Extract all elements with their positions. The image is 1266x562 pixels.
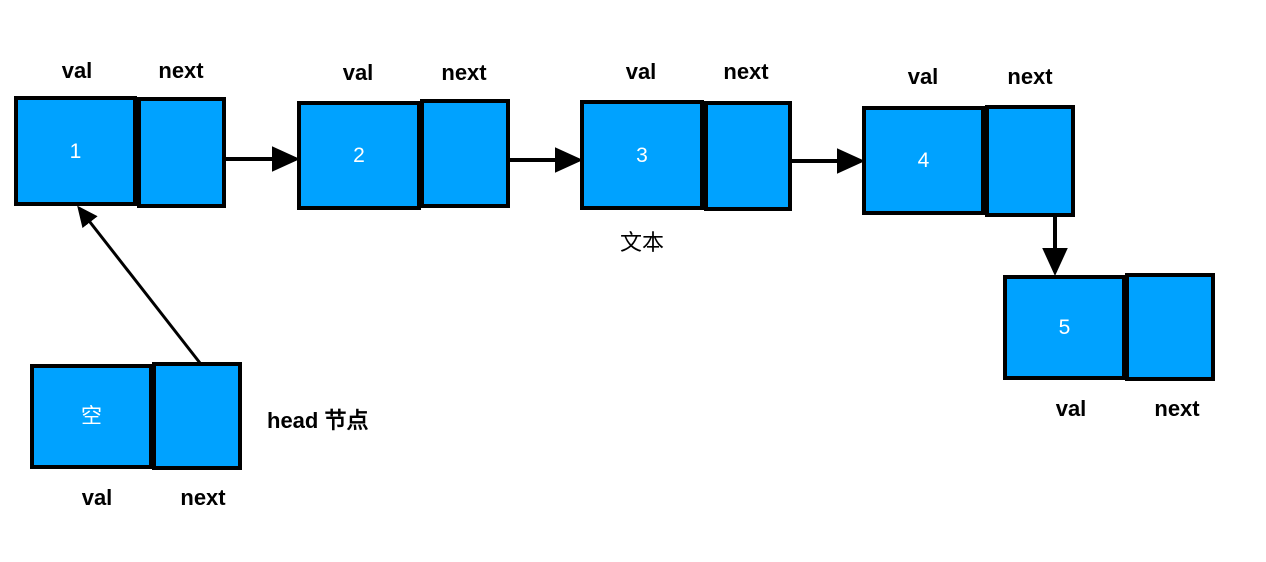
node-4-value-text: 4 bbox=[917, 149, 930, 172]
node-5-value-text: 5 bbox=[1058, 316, 1071, 339]
node-3-next-cell[interactable] bbox=[704, 101, 792, 211]
node-3-val-label: val bbox=[625, 59, 657, 84]
node-1-value-text: 1 bbox=[69, 139, 82, 163]
node-2-next-cell[interactable] bbox=[420, 99, 510, 208]
node-3-value-text: 3 bbox=[636, 143, 648, 167]
node-5-next-label: next bbox=[1154, 396, 1200, 421]
node-3-next-label: next bbox=[723, 59, 769, 84]
node-head-value-text: 空 bbox=[81, 405, 102, 428]
node-4-next-cell[interactable] bbox=[985, 105, 1075, 217]
node-4-next-label: next bbox=[1007, 64, 1053, 89]
node-5-next-cell[interactable] bbox=[1125, 273, 1215, 381]
node-4-val-label: val bbox=[907, 64, 939, 89]
node-1-next-label: next bbox=[158, 58, 204, 83]
node-1-next-cell[interactable] bbox=[137, 97, 226, 208]
node-2-next-label: next bbox=[441, 60, 487, 85]
node-2-value-text: 2 bbox=[353, 144, 365, 167]
node-1-val-label: val bbox=[61, 58, 93, 83]
node-2-val-cell[interactable]: 2 bbox=[297, 101, 421, 210]
node-4-val-cell[interactable]: 4 bbox=[862, 106, 985, 215]
node-head-next-cell[interactable] bbox=[152, 362, 242, 470]
node-head-val-cell[interactable]: 空 bbox=[30, 364, 153, 469]
edge-head-to-1 bbox=[77, 205, 202, 364]
node-head-next-label: next bbox=[180, 485, 226, 510]
node-head-val-label: val bbox=[81, 485, 113, 510]
caption-head: head 节点 bbox=[267, 408, 369, 433]
node-5-val-cell[interactable]: 5 bbox=[1003, 275, 1126, 380]
node-2-val-label: val bbox=[342, 60, 374, 85]
caption-node3: 文本 bbox=[620, 230, 665, 255]
node-1-val-cell[interactable]: 1 bbox=[14, 96, 137, 206]
node-5-val-label: val bbox=[1055, 396, 1087, 421]
node-3-val-cell[interactable]: 3 bbox=[580, 100, 704, 210]
